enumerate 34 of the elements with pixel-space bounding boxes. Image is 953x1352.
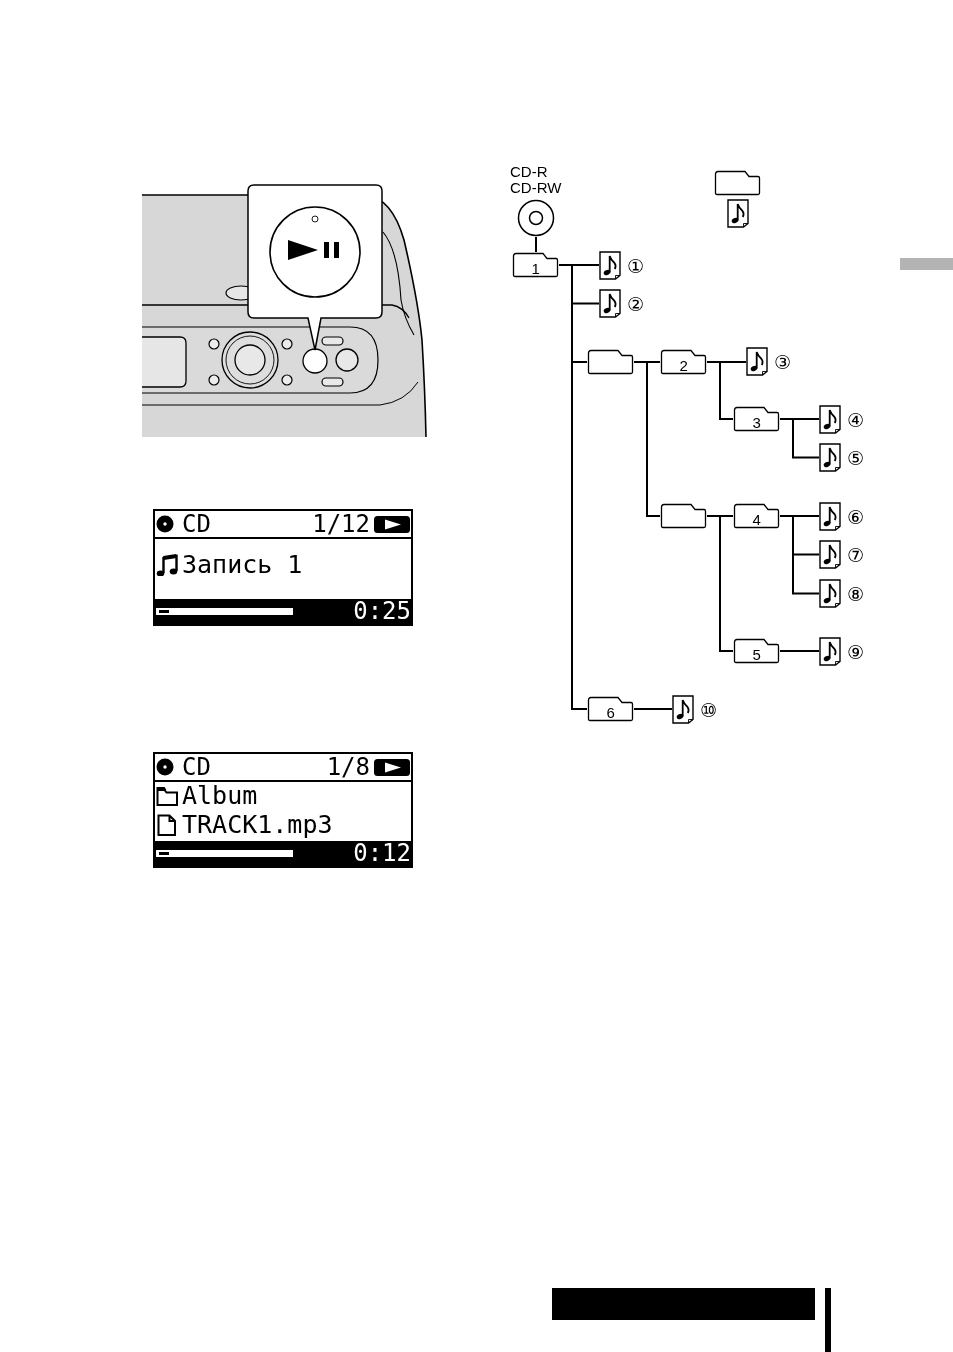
connector-line (633, 708, 673, 710)
source-label: CD (182, 511, 211, 537)
media-label: CD-R CD-RW (510, 164, 563, 196)
connector-line (633, 361, 661, 517)
elapsed-time: 0:12 (353, 841, 411, 866)
connector-line (779, 650, 820, 652)
connector-line (779, 418, 820, 459)
folder-number: 1 (531, 261, 540, 277)
folder-number: 6 (606, 705, 615, 721)
callout-number: ⑨ (847, 640, 865, 663)
folder-number: 5 (752, 647, 761, 663)
folder-name: Album (182, 782, 258, 810)
callout-number: ⑤ (847, 446, 865, 469)
track-title: Запись 1 (182, 551, 303, 579)
track-counter: 1/8 (326, 754, 370, 780)
callout-number: ⑥ (847, 505, 865, 528)
folder-number: 2 (679, 358, 688, 374)
folder-number: 3 (752, 415, 761, 431)
file-name: TRACK1.mp3 (182, 811, 333, 839)
connector-line (535, 236, 537, 253)
callout-number: ⑧ (847, 582, 865, 605)
track-counter: 1/12 (312, 511, 370, 537)
callout-number: ⑦ (847, 543, 865, 566)
connector-line (706, 361, 734, 420)
connector-line (706, 515, 734, 652)
connector-line (779, 515, 820, 595)
callout-number: ③ (774, 350, 792, 373)
callout-number: ⑩ (700, 698, 718, 721)
folder-number: 4 (752, 512, 761, 528)
callout-number: ② (627, 292, 645, 315)
callout-number: ④ (847, 408, 865, 431)
source-label: CD (182, 754, 211, 780)
callout-number: ① (627, 254, 645, 277)
elapsed-time: 0:25 (353, 599, 411, 624)
